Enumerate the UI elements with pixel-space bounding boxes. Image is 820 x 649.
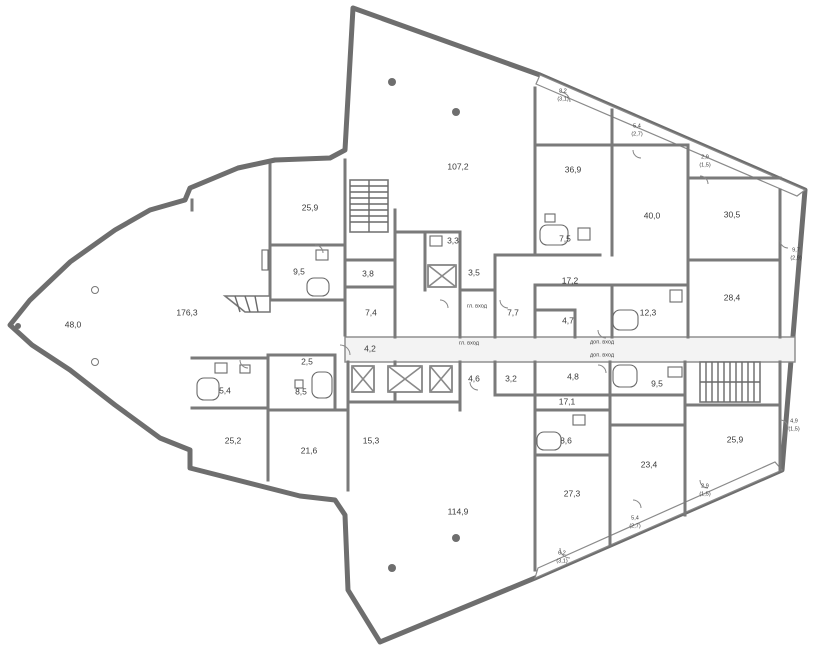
balcony-bot-6-2-sub: (3,1): [556, 558, 567, 564]
fixtures: [196, 213, 683, 451]
label-12-3: 12,3: [640, 307, 657, 317]
label-8-6: 8,6: [560, 435, 572, 445]
label-3-2: 3,2: [505, 373, 517, 383]
label-9-5-top: 9,5: [293, 266, 305, 276]
balcony-bot-2-9-sub: (1,5): [699, 491, 710, 497]
note-extra-entrance-1: доп. вход: [590, 339, 615, 345]
balcony-labels: 8,2 (3,1) 5,4 (2,7) 2,9 (1,5) 9,7 (2,9) …: [556, 88, 801, 564]
label-2-5: 2,5: [301, 356, 313, 366]
balcony-right-9-7-area: 9,7: [792, 247, 800, 253]
balcony-bottom: [534, 461, 783, 580]
stair-bottom-right: [699, 361, 761, 403]
balcony-bot-2-9-area: 2,9: [701, 483, 709, 489]
note-extra-entrance-2: доп. вход: [590, 352, 615, 358]
note-main-entrance: гл. вход: [467, 303, 488, 309]
building-outline: [7, 5, 808, 645]
label-21-6: 21,6: [301, 445, 318, 455]
label-40-0: 40,0: [644, 210, 661, 220]
balcony-top-5-4-area: 5,4: [633, 123, 641, 129]
label-4-8: 4,8: [567, 371, 579, 381]
label-15-3: 15,3: [363, 435, 380, 445]
label-left-hall: 48,0: [65, 319, 82, 329]
label-9-5-right: 9,5: [651, 378, 663, 388]
balcony-right-4-9-sub: (1,5): [788, 426, 799, 432]
balcony-top-2-9-area: 2,9: [701, 154, 709, 160]
label-3-8: 3,8: [362, 268, 374, 278]
balcony-top-8-2-area: 8,2: [559, 88, 567, 94]
label-top-hall: 107,2: [447, 161, 469, 171]
label-bottom-hall: 114,9: [448, 506, 469, 516]
label-36-9: 36,9: [565, 164, 582, 174]
balcony-top-5-4-sub: (2,7): [631, 131, 642, 137]
label-17-1: 17,1: [559, 396, 576, 406]
label-3-5: 3,5: [468, 267, 480, 277]
interior-walls: [190, 86, 782, 572]
balcony-right-4-9-area: 4,9: [790, 418, 798, 424]
balcony-top: [535, 74, 807, 197]
balcony-top-8-2-sub: (3,1): [557, 96, 568, 102]
elevators: [351, 264, 457, 393]
balcony-bot-5-4-area: 5,4: [631, 515, 639, 521]
label-7-7: 7,7: [507, 307, 519, 317]
label-3-3: 3,3: [447, 235, 459, 245]
stair-top: [349, 179, 389, 233]
label-23-4: 23,4: [641, 459, 658, 469]
label-28-4: 28,4: [724, 292, 741, 302]
label-8-5: 8,5: [295, 386, 307, 396]
label-5-4: 5,4: [219, 385, 231, 395]
balcony-top-2-9-sub: (1,5): [699, 162, 710, 168]
label-25-9-top: 25,9: [302, 202, 319, 212]
note-entrance: гл. вход: [459, 340, 480, 346]
label-7-5: 7,5: [559, 233, 571, 243]
balcony-bot-5-4-sub: (2,7): [629, 523, 640, 529]
columns: [15, 78, 460, 572]
label-4-7: 4,7: [562, 315, 574, 325]
doors: [239, 91, 789, 559]
main-corridor: [344, 336, 796, 363]
entrance-notes: гл. вход гл. вход доп. вход доп. вход: [459, 303, 615, 358]
label-27-3: 27,3: [564, 488, 581, 498]
label-7-4: 7,4: [365, 307, 377, 317]
label-central-hall: 176,3: [176, 307, 198, 317]
label-4-6: 4,6: [468, 373, 480, 383]
label-25-9-right: 25,9: [727, 434, 744, 444]
label-17-2: 17,2: [562, 275, 579, 285]
balcony-bot-6-2-area: 6,2: [558, 550, 566, 556]
label-4-2: 4,2: [364, 343, 376, 353]
room-labels: 48,0 176,3 107,2 114,9 25,9 9,5 3,8 3,3 …: [65, 161, 744, 516]
balcony-right-9-7-sub: (2,9): [790, 255, 801, 261]
label-25-2: 25,2: [225, 435, 242, 445]
stair-left: [222, 295, 271, 313]
label-30-5: 30,5: [724, 209, 741, 219]
